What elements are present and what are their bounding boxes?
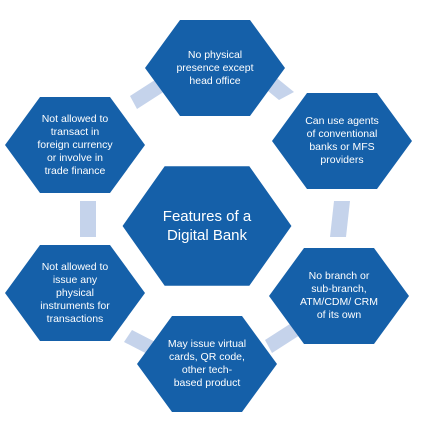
feature-label-no-branch: No branch or sub-branch, ATM/CDM/ CRM of…	[300, 270, 378, 321]
feature-label-agents: Can use agents of conventional banks or …	[305, 115, 379, 166]
connector-band	[80, 201, 96, 237]
feature-hexagons	[5, 20, 412, 412]
center-label: Features of a Digital Bank	[162, 208, 252, 244]
feature-hexagon-virtual-cards	[137, 316, 277, 412]
feature-hexagon-no-foreign-currency	[5, 97, 145, 193]
feature-hexagon-no-physical-instruments	[5, 245, 145, 341]
feature-label-no-physical-presence: No physical presence except head office	[176, 48, 254, 87]
feature-hexagon-agents	[272, 93, 412, 189]
connector-band	[265, 322, 300, 353]
feature-hexagon-no-branch	[269, 248, 409, 344]
center-hexagon	[119, 163, 295, 289]
feature-label-no-foreign-currency: Not allowed to transact in foreign curre…	[37, 112, 113, 177]
feature-label-no-physical-instruments: Not allowed to issue any physical instru…	[40, 260, 110, 325]
connector-band	[130, 78, 165, 109]
connector-band	[330, 201, 350, 237]
feature-hexagon-no-physical-presence	[145, 20, 285, 116]
feature-label-virtual-cards: May issue virtual cards, QR code, other …	[167, 338, 247, 389]
